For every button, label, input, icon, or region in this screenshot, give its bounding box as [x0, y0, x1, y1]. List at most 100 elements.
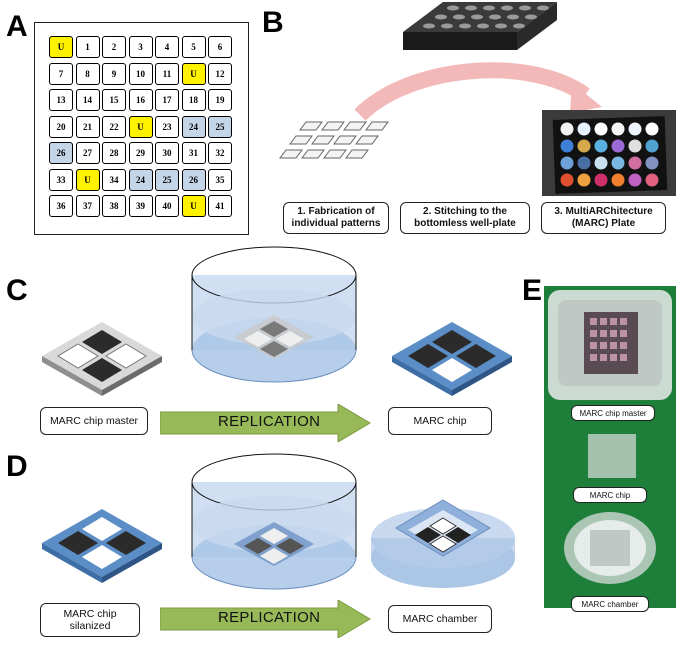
pattern-cell: 19 — [208, 89, 232, 111]
marc-chamber-label: MARC chamber — [388, 605, 492, 633]
pattern-cell: 39 — [128, 195, 153, 217]
pattern-cell: 8 — [75, 62, 100, 85]
plate-well — [645, 173, 659, 187]
replication-dish-d — [191, 453, 357, 590]
silanized-chip-label: MARC chip silanized — [40, 603, 140, 637]
plate-well — [560, 156, 574, 170]
pattern-cell: 24 — [128, 168, 153, 191]
pattern-cell: 36 — [49, 195, 73, 217]
individual-patterns-illustration — [279, 121, 389, 159]
pattern-cell: 27 — [75, 142, 100, 164]
plate-well — [577, 173, 591, 187]
pattern-cell: 40 — [155, 195, 179, 217]
plate-well — [560, 122, 574, 136]
unpatterned-cell: U — [128, 115, 153, 138]
pattern-cell: 26 — [181, 168, 206, 191]
plate-well — [628, 122, 642, 136]
pattern-cell: 14 — [75, 89, 100, 111]
plate-well — [594, 156, 608, 170]
pattern-cell: 31 — [181, 142, 206, 164]
marc-chamber-illustration — [371, 499, 515, 588]
pattern-cell: 17 — [155, 89, 179, 111]
photo-chamber-label: MARC chamber — [571, 596, 649, 612]
pattern-cell: 21 — [75, 115, 100, 138]
pattern-cell: 11 — [155, 62, 179, 85]
pattern-cell: 2 — [102, 36, 126, 58]
plate-well — [594, 173, 608, 187]
pattern-cell: 22 — [102, 115, 126, 138]
panel-label-e: E — [522, 274, 543, 307]
pattern-cell: 41 — [208, 195, 232, 217]
plate-well — [611, 173, 625, 187]
plate-well — [645, 156, 659, 170]
pattern-cell: 30 — [155, 142, 179, 164]
replication-arrow-d-label: REPLICATION — [218, 609, 321, 626]
pattern-cell: 10 — [128, 62, 153, 85]
pattern-cell: 25 — [208, 115, 232, 138]
unpatterned-cell: U — [181, 62, 206, 85]
pattern-cell: 3 — [128, 36, 153, 58]
panel-label-c: C — [6, 274, 28, 307]
plate-well — [577, 122, 591, 136]
photo-chip-master-label: MARC chip master — [571, 405, 655, 421]
unpatterned-cell: U — [181, 195, 206, 217]
photo-chip-label: MARC chip — [573, 487, 647, 503]
pattern-cell: 23 — [155, 115, 179, 138]
marc-chip-label: MARC chip — [388, 407, 492, 435]
unpatterned-cell: U — [49, 36, 73, 58]
pattern-cell: 28 — [102, 142, 126, 164]
pattern-cell: 12 — [208, 62, 232, 85]
pattern-cell: 25 — [155, 168, 179, 191]
pattern-cell: 24 — [181, 115, 206, 138]
pattern-cell: 5 — [181, 36, 206, 58]
replication-arrow-d — [160, 600, 371, 638]
bottomless-well-plate-illustration — [403, 2, 557, 50]
plate-well — [628, 173, 642, 187]
pattern-cell: 9 — [102, 62, 126, 85]
plate-well — [628, 139, 642, 153]
chip-master-label: MARC chip master — [40, 407, 148, 435]
pattern-cell: 18 — [181, 89, 206, 111]
plate-well — [645, 122, 659, 136]
pattern-cell: 6 — [208, 36, 232, 58]
marc-devices-photo — [544, 286, 676, 608]
panel-label-b: B — [262, 6, 284, 39]
pattern-cell: 4 — [155, 36, 179, 58]
plate-well — [645, 139, 659, 153]
pattern-cell: 34 — [102, 168, 126, 191]
pattern-cell: 15 — [102, 89, 126, 111]
plate-well — [560, 139, 574, 153]
stitching-arrow — [354, 62, 602, 121]
pattern-cell: 20 — [49, 115, 73, 138]
pattern-cell: 1 — [75, 36, 100, 58]
pattern-cell: 33 — [49, 168, 73, 191]
pattern-cell: 29 — [128, 142, 153, 164]
plate-well — [577, 156, 591, 170]
marc-plate-photo — [542, 110, 676, 196]
pattern-cell: 13 — [49, 89, 73, 111]
pattern-cell: 26 — [49, 142, 73, 164]
step-2-label: 2. Stitching to the bottomless well-plat… — [400, 202, 530, 234]
pattern-cell: 7 — [49, 62, 73, 85]
plate-well — [594, 139, 608, 153]
pattern-cell: 16 — [128, 89, 153, 111]
plate-well — [611, 156, 625, 170]
plate-well — [611, 139, 625, 153]
panel-label-d: D — [6, 450, 28, 483]
pattern-cell: 37 — [75, 195, 100, 217]
replication-dish-c — [191, 246, 357, 383]
silanized-chip-illustration — [42, 509, 162, 583]
pattern-cell: 35 — [208, 168, 232, 191]
step-1-label: 1. Fabrication of individual patterns — [283, 202, 389, 234]
pattern-cell: 32 — [208, 142, 232, 164]
replication-arrow-c-label: REPLICATION — [218, 413, 321, 430]
unpatterned-cell: U — [75, 168, 100, 191]
plate-well — [628, 156, 642, 170]
plate-well — [577, 139, 591, 153]
step-3-label: 3. MultiARChitecture (MARC) Plate — [541, 202, 666, 234]
replication-arrow-c — [160, 404, 371, 442]
pattern-cell: 38 — [102, 195, 126, 217]
chip-master-illustration — [42, 322, 162, 396]
panel-label-a: A — [6, 10, 28, 43]
